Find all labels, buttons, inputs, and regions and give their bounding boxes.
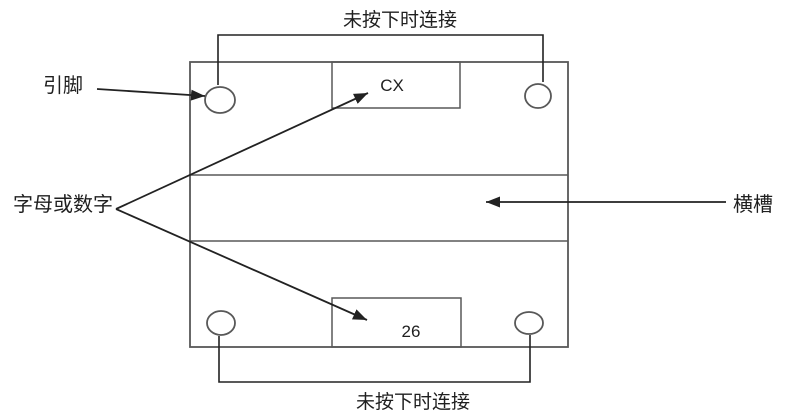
pin-circle-bottom-right [514, 311, 544, 335]
switch-body-rect [189, 61, 569, 348]
letters-numbers-arrow-upper [115, 92, 369, 210]
horizontal-slot-label: 横槽 [733, 193, 773, 216]
letters-numbers-arrow-lower [115, 208, 368, 321]
top-code-text: CX [380, 76, 404, 95]
pin-label: 引脚 [43, 74, 83, 97]
top-connection-bracket [217, 34, 544, 85]
letters-or-numbers-label: 字母或数字 [13, 193, 113, 216]
bottom-connection-bracket [218, 335, 531, 383]
bottom-connection-label: 未按下时连接 [356, 391, 470, 413]
top-connection-label: 未按下时连接 [343, 9, 457, 31]
pin-circle-top-left [204, 86, 236, 114]
pin-circle-top-right [524, 83, 552, 109]
bottom-code-text: 26 [402, 322, 421, 341]
pin-arrow [96, 88, 206, 101]
pin-circle-bottom-left [206, 310, 236, 336]
bottom-code-box [331, 297, 462, 348]
top-code-box [331, 61, 461, 109]
